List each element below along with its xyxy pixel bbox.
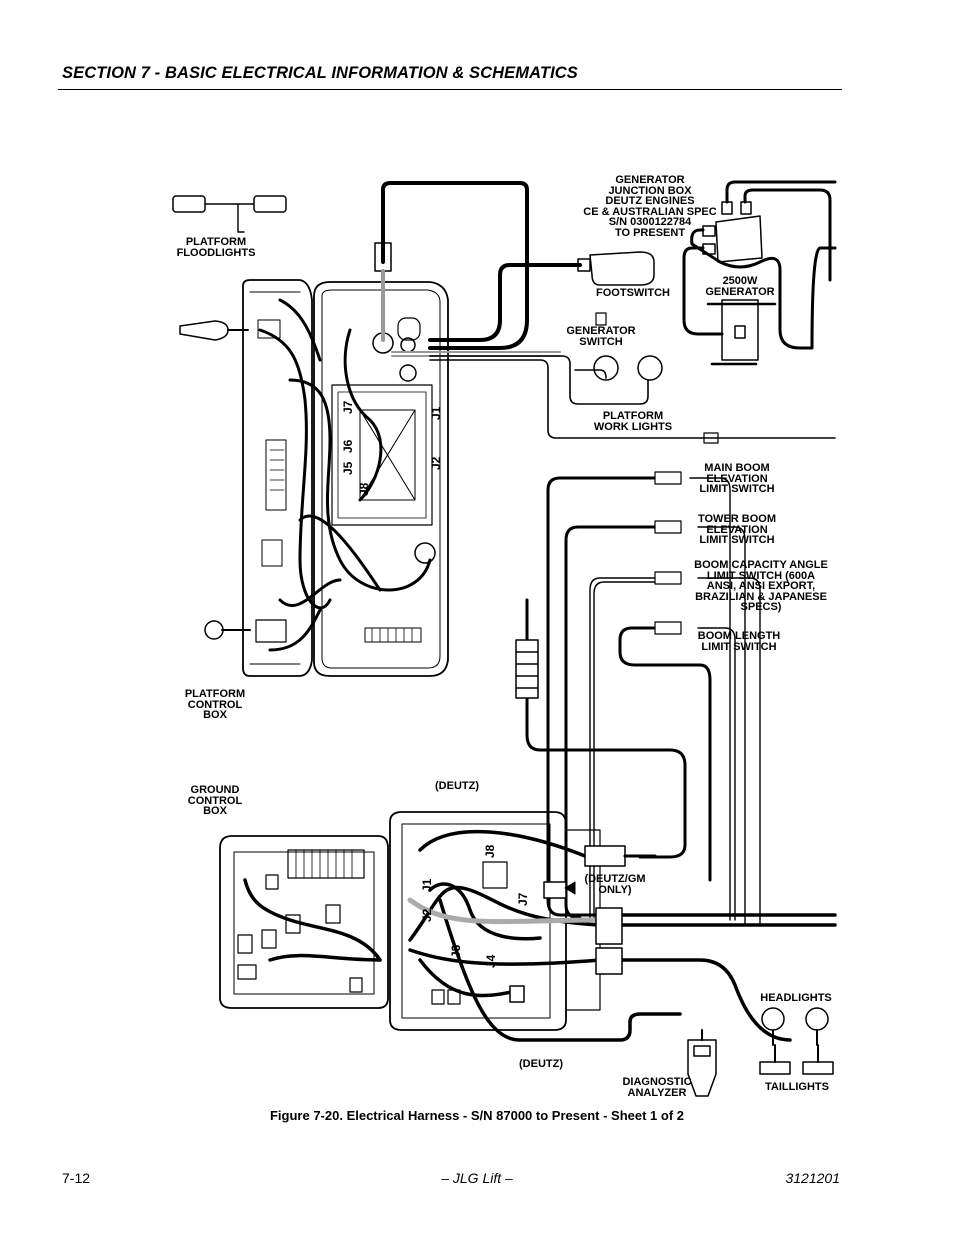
limit-switch-harness	[525, 476, 712, 920]
label-boom-capacity-angle: BOOM CAPACITY ANGLE LIMIT SWITCH (600A A…	[694, 559, 828, 613]
header-rule	[58, 89, 842, 90]
label-generator-junction-box: GENERATOR JUNCTION BOX DEUTZ ENGINES CE …	[583, 174, 717, 239]
generator-harness	[682, 180, 837, 350]
footswitch-drawing	[577, 251, 655, 286]
label-platform-control-box: PLATFORM CONTROL BOX	[184, 688, 246, 721]
label-headlights: HEADLIGHTS	[760, 992, 832, 1004]
ground-harness	[243, 829, 837, 1042]
connector-label: J4	[484, 954, 498, 968]
label-taillights: TAILLIGHTS	[765, 1081, 829, 1093]
connector-label: J3	[449, 944, 463, 958]
label-diagnostic-analyzer: DIAGNOSTIC ANALYZER	[622, 1076, 692, 1099]
connector-label: J2	[429, 456, 443, 470]
label-boom-length: BOOM LENGTH LIMIT SWITCH	[697, 630, 781, 653]
label-main-boom-elevation: MAIN BOOM ELEVATION LIMIT SWITCH	[699, 462, 775, 495]
figure-caption: Figure 7-20. Electrical Harness - S/N 87…	[269, 1108, 684, 1123]
ground-connector-labels: J8 J1 J7 J2 J3 J4	[420, 844, 530, 968]
connector-label: J6	[341, 439, 355, 453]
platform-harness	[258, 298, 432, 652]
label-ground-control-box: GROUND CONTROL BOX	[187, 784, 243, 817]
page-number: 7-12	[62, 1170, 91, 1186]
label-deutz-top: (DEUTZ)	[435, 780, 479, 792]
connector-label: J5	[341, 461, 355, 475]
label-platform-work-lights: PLATFORM WORK LIGHTS	[593, 410, 673, 433]
connector-label: J7	[516, 892, 530, 906]
platform-connector-labels: J7 J6 J5 J8 J1 J2	[341, 400, 443, 496]
document-number: 3121201	[785, 1170, 840, 1186]
connector-label: J1	[429, 406, 443, 420]
label-generator-switch: GENERATOR SWITCH	[566, 325, 636, 348]
connector-label: J8	[483, 844, 497, 858]
label-platform-floodlights: PLATFORM FLOODLIGHTS	[176, 236, 256, 259]
ground-control-box-drawing	[219, 811, 601, 1031]
label-tower-boom-elevation: TOWER BOOM ELEVATION LIMIT SWITCH	[697, 513, 776, 546]
platform-control-box-drawing	[179, 279, 449, 677]
label-2500w-generator: 2500W GENERATOR	[705, 275, 775, 298]
label-deutz-gm-only: (DEUTZ/GM ONLY)	[584, 873, 646, 896]
floodlights-drawing	[172, 195, 287, 233]
connector-label: J7	[341, 400, 355, 414]
connector-label: J8	[357, 482, 371, 496]
section-title: SECTION 7 - BASIC ELECTRICAL INFORMATION…	[62, 64, 578, 82]
label-footswitch: FOOTSWITCH	[596, 287, 670, 299]
footer-brand: – JLG Lift –	[441, 1170, 513, 1186]
platform-main-harness	[381, 181, 582, 350]
connector-label: J1	[420, 878, 434, 892]
connector-label: J2	[420, 908, 434, 922]
label-deutz-bottom: (DEUTZ)	[519, 1058, 563, 1070]
diagnostic-analyzer-drawing	[687, 1029, 717, 1097]
